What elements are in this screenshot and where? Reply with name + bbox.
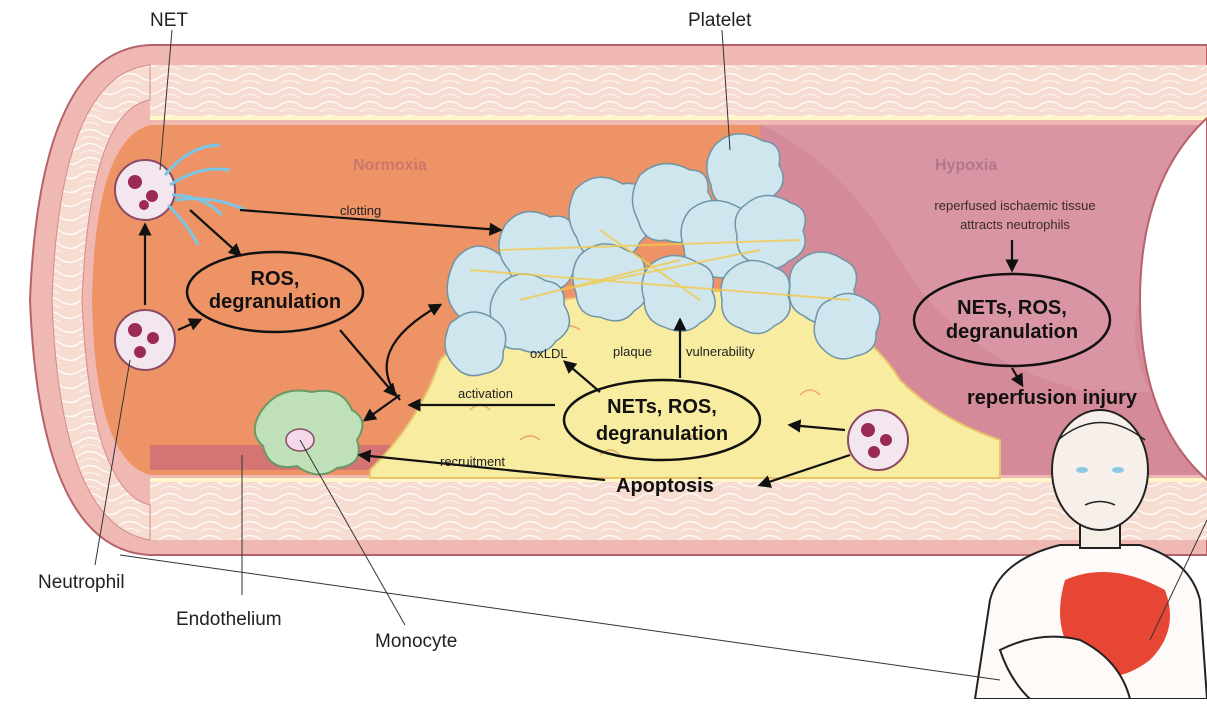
apoptosis-label: Apoptosis	[616, 475, 714, 497]
activation-label: activation	[458, 386, 513, 401]
hypoxia-note-line2: attracts neutrophils	[960, 217, 1070, 232]
neutrophil-nucleus	[146, 190, 158, 202]
clotting-label: clotting	[340, 203, 381, 218]
neutrophil-nucleus	[868, 446, 880, 458]
neutrophil-cell-plaque	[848, 410, 908, 470]
neutrophil-label: Neutrophil	[38, 572, 125, 593]
person-eye-icon	[1076, 467, 1088, 473]
platelet-cell	[814, 293, 880, 358]
neutrophil-nucleus	[128, 323, 142, 337]
neutrophil-body	[115, 160, 175, 220]
vulnerability-label: vulnerability	[686, 344, 755, 359]
normoxia-label: Normoxia	[353, 157, 427, 174]
neutrophil-nucleus	[880, 434, 892, 446]
platelet-cell	[735, 195, 805, 268]
vessel-media-top	[150, 65, 1207, 118]
monocyte-cell	[255, 390, 363, 474]
recruitment-label: recruitment	[440, 454, 505, 469]
ros-degranulation-line2: degranulation	[209, 291, 341, 313]
hypoxia-note-line1: reperfused ischaemic tissue	[934, 198, 1095, 213]
neutrophil-nucleus	[128, 175, 142, 189]
platelet-cell	[721, 260, 790, 333]
neutrophil-body	[848, 410, 908, 470]
neutrophil-cell	[115, 310, 175, 370]
neutrophil-body	[115, 310, 175, 370]
ros-degranulation-line1: ROS,	[251, 268, 300, 290]
neutrophil-nucleus	[134, 346, 146, 358]
hypoxia-label: Hypoxia	[935, 157, 997, 174]
platelet-label: Platelet	[688, 10, 752, 31]
platelet-cell	[445, 312, 506, 376]
reperfusion-injury-label: reperfusion injury	[967, 387, 1138, 409]
neutrophil-nucleus	[139, 200, 149, 210]
hypoxia-nets-line1: NETs, ROS,	[957, 297, 1067, 319]
neutrophil-nucleus	[861, 423, 875, 437]
endothelium-label: Endothelium	[176, 609, 282, 630]
person-head	[1052, 410, 1148, 530]
person-eye-icon	[1112, 467, 1124, 473]
net-label: NET	[150, 10, 188, 31]
plaque-label: plaque	[613, 344, 652, 359]
neutrophil-nucleus	[147, 332, 159, 344]
hypoxia-nets-line2: degranulation	[946, 321, 1078, 343]
center-nets-line2: degranulation	[596, 423, 728, 445]
oxldl-label: oxLDL	[530, 346, 568, 361]
center-nets-line1: NETs, ROS,	[607, 396, 717, 418]
monocyte-label: Monocyte	[375, 631, 457, 652]
